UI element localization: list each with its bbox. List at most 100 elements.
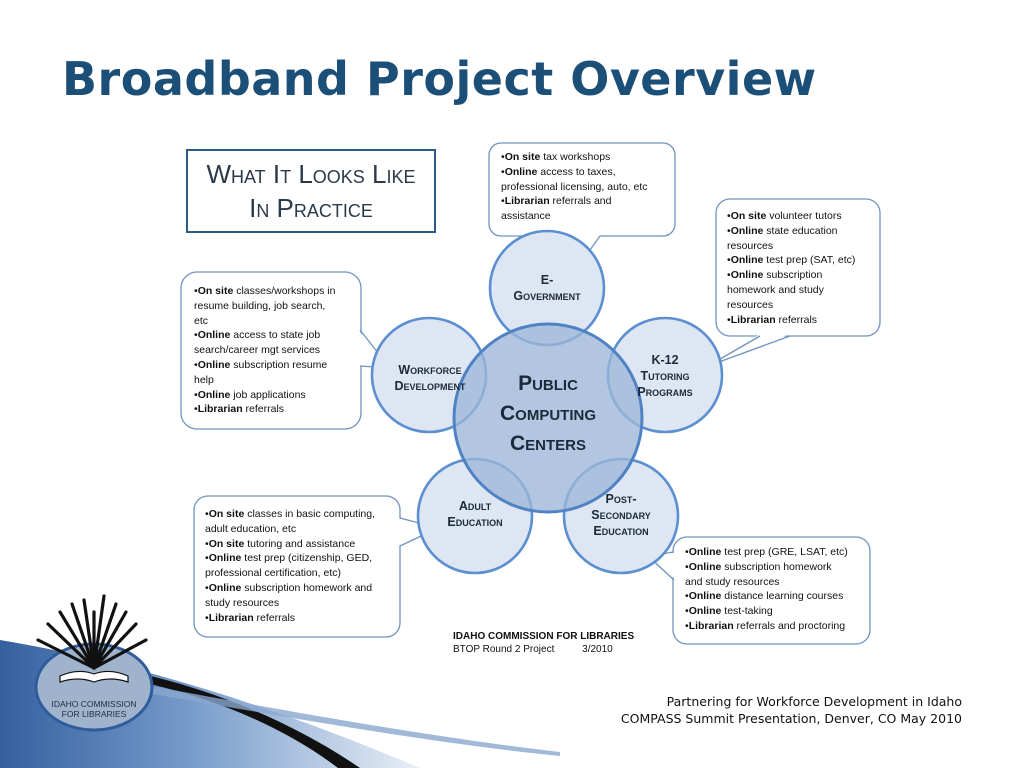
callout-line: •Online test prep (GRE, LSAT, etc) xyxy=(685,546,848,558)
callout-emphasis: Online xyxy=(197,358,231,371)
center-label: Public Computing Centers xyxy=(458,369,638,459)
callout-line: resources xyxy=(727,298,774,311)
callout-line: professional certification, etc) xyxy=(205,567,341,580)
callout-line: study resources xyxy=(205,596,280,609)
node-adult-label: Adult Education xyxy=(415,498,535,530)
callout-emphasis: On site xyxy=(504,151,541,163)
callout-line: •Online access to taxes, xyxy=(501,165,616,178)
node-workforce-label: Workforce Development xyxy=(370,362,490,394)
callout-k12-bubble xyxy=(715,198,881,337)
callout-postsec: •Online test prep (GRE, LSAT, etc) •Onlin… xyxy=(685,545,848,634)
callout-line: •Librarian referrals xyxy=(727,313,818,326)
center-line1: Public xyxy=(518,372,578,395)
node-k12-label: K-12 Tutoring Programs xyxy=(605,352,725,400)
node-k12-line1: K-12 xyxy=(651,353,679,367)
callout-workforce: •On site classes/workshops in resume buil… xyxy=(194,284,335,417)
callout-emphasis: On site xyxy=(208,508,245,520)
callout-line: help xyxy=(194,373,214,386)
callout-line: •Online subscription resume xyxy=(194,358,328,371)
practice-label-line1: What It Looks Like xyxy=(206,159,416,189)
callout-line: •Online test prep (SAT, etc) xyxy=(727,254,856,267)
page-title: Broadband Project Overview xyxy=(62,52,817,106)
callout-line: search/career mgt services xyxy=(194,344,321,357)
callout-emphasis: Online xyxy=(688,590,722,603)
center-line3: Centers xyxy=(509,432,586,455)
callout-line: •On site tutoring and assistance xyxy=(205,537,356,550)
callout-emphasis: Online xyxy=(730,254,764,267)
project-credit-line2: BTOP Round 2 Project 3/2010 xyxy=(453,644,613,655)
callout-line: •On site tax workshops xyxy=(501,151,611,163)
callout-emphasis: Online xyxy=(688,560,722,573)
project-credit-line1: IDAHO COMMISSION FOR LIBRARIES xyxy=(453,631,635,642)
callout-emphasis: Online xyxy=(730,224,764,237)
footer-caption: Partnering for Workforce Development in … xyxy=(621,693,962,727)
callout-emphasis: Librarian xyxy=(208,611,254,624)
callout-line: •Online distance learning courses xyxy=(685,590,844,603)
callout-line: •Online job applications xyxy=(194,388,306,401)
callout-emphasis: Online xyxy=(504,165,538,178)
callout-line: •Librarian referrals xyxy=(194,403,285,416)
idaho-commission-logo xyxy=(34,594,154,732)
node-postsec-line3: Education xyxy=(593,524,649,538)
node-postsec-line2: Secondary xyxy=(591,508,651,522)
callout-postsec-bubble xyxy=(672,536,871,645)
callout-k12: •On site volunteer tutors •Online state e… xyxy=(727,209,855,327)
center-line2: Computing xyxy=(500,402,596,425)
callout-line: •Librarian referrals and proctoring xyxy=(685,619,846,632)
node-k12-line2: Tutoring xyxy=(640,369,690,383)
callout-adult-bubble xyxy=(193,495,401,638)
callout-line: •Online subscription homework xyxy=(685,560,832,573)
callout-line: assistance xyxy=(501,210,551,223)
callout-line: professional licensing, auto, etc xyxy=(501,180,648,193)
callout-emphasis: On site xyxy=(730,210,767,222)
footer-caption-line2: COMPASS Summit Presentation, Denver, CO … xyxy=(620,711,962,726)
node-k12-line3: Programs xyxy=(637,385,693,399)
callout-emphasis: Online xyxy=(208,581,242,594)
callout-emphasis: Online xyxy=(730,269,764,282)
footer-caption-line1: Partnering for Workforce Development in … xyxy=(666,694,962,709)
callout-emphasis: On site xyxy=(197,285,234,297)
callout-emphasis: Librarian xyxy=(197,403,243,416)
practice-label-box: What It Looks Like In Practice xyxy=(186,149,436,233)
callout-line: •Online access to state job xyxy=(194,329,321,342)
callout-line: and study resources xyxy=(685,575,780,588)
node-adult-line2: Education xyxy=(447,515,503,529)
callout-line: •Online subscription xyxy=(727,269,823,282)
node-workforce-line1: Workforce xyxy=(398,363,462,377)
callout-adult: •On site classes in basic computing, adul… xyxy=(205,507,375,625)
node-egov-line1: E- xyxy=(540,273,554,287)
callout-line: •On site volunteer tutors xyxy=(727,210,842,222)
callout-emphasis: Librarian xyxy=(504,195,550,208)
callout-emphasis: Librarian xyxy=(688,619,734,632)
callout-line: adult education, etc xyxy=(205,522,297,535)
callout-line: •On site classes/workshops in xyxy=(194,285,336,297)
callout-line: •Online test prep (citizenship, GED, xyxy=(205,552,373,565)
callout-line: •Online subscription homework and xyxy=(205,581,373,594)
node-adult-line1: Adult xyxy=(458,499,492,513)
callout-line: •On site classes in basic computing, xyxy=(205,508,376,520)
callout-line: •Online state education xyxy=(727,224,838,237)
practice-label-line2: In Practice xyxy=(249,193,373,223)
node-postsec-label: Post- Secondary Education xyxy=(561,491,681,539)
callout-emphasis: Librarian xyxy=(730,313,776,326)
node-egov-line2: Government xyxy=(513,289,581,303)
callout-emphasis: Online xyxy=(197,388,231,401)
callout-emphasis: On site xyxy=(208,537,245,550)
callout-line: •Librarian referrals and xyxy=(501,195,612,208)
project-credit: IDAHO COMMISSION FOR LIBRARIES BTOP Roun… xyxy=(453,630,634,656)
node-workforce-line2: Development xyxy=(394,379,466,393)
callout-line: etc xyxy=(194,314,209,327)
center-circle xyxy=(452,322,644,514)
callout-emphasis: Online xyxy=(197,329,231,342)
callout-line: resources xyxy=(727,239,774,252)
callout-emphasis: Online xyxy=(688,605,722,618)
callout-line: resume building, job search, xyxy=(194,299,326,312)
callout-emphasis: Online xyxy=(208,552,242,565)
callout-line: •Librarian referrals xyxy=(205,611,296,624)
callout-line: •Online test-taking xyxy=(685,605,773,618)
callout-emphasis: Online xyxy=(688,546,722,558)
callout-egov: •On site tax workshops •Online access to … xyxy=(501,150,648,224)
node-egov-label: E- Government xyxy=(487,272,607,304)
node-postsec-line1: Post- xyxy=(605,492,637,506)
